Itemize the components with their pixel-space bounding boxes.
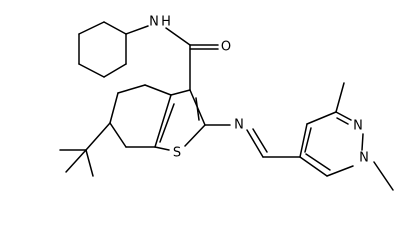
bond xyxy=(144,84,172,96)
bond xyxy=(117,84,146,94)
imine-linkage xyxy=(204,124,301,158)
atom-label-sulfur: S xyxy=(173,146,181,161)
bond xyxy=(109,92,119,124)
atom-label-imine-nitrogen: N xyxy=(234,118,244,133)
bond xyxy=(335,82,345,113)
bond xyxy=(154,94,172,148)
bond xyxy=(159,103,175,143)
bond xyxy=(78,21,105,35)
bond xyxy=(373,161,394,191)
bond xyxy=(195,97,200,121)
thiophene-ring xyxy=(154,89,206,151)
bond xyxy=(335,111,352,121)
bond xyxy=(326,165,354,177)
bond xyxy=(361,133,364,151)
bond xyxy=(103,21,127,35)
amide-group xyxy=(125,25,219,91)
cyclohexyl-ring xyxy=(78,21,127,78)
bond xyxy=(306,111,337,125)
bond xyxy=(85,149,94,177)
bond xyxy=(165,27,191,46)
bond xyxy=(246,129,264,158)
bond xyxy=(336,117,349,125)
chemical-structure: N H O S N N N xyxy=(59,15,394,191)
pyrazole-methyl-groups xyxy=(335,82,394,191)
bond xyxy=(299,123,308,158)
atom-label-carbonyl-oxygen: O xyxy=(221,40,231,55)
bond xyxy=(170,89,191,96)
bond xyxy=(305,153,331,171)
bond xyxy=(184,124,206,147)
bond xyxy=(154,146,170,151)
atom-label-pyrazole-n1: N xyxy=(359,151,369,166)
bond xyxy=(252,128,268,153)
bond xyxy=(304,127,312,153)
bond xyxy=(85,122,111,151)
pyrazole-ring xyxy=(299,111,364,177)
atom-label-pyrazole-n2: N xyxy=(353,119,363,134)
bond xyxy=(109,122,127,148)
bond xyxy=(299,156,328,177)
atom-label-nh-nitrogen: N xyxy=(149,15,159,30)
tetrahydro-ring xyxy=(109,84,172,148)
bond xyxy=(125,25,149,35)
bond xyxy=(103,63,127,78)
bond xyxy=(65,149,87,173)
bond xyxy=(78,63,105,78)
tert-butyl-group xyxy=(59,122,111,177)
atom-label-hydrogen: H xyxy=(161,15,171,30)
